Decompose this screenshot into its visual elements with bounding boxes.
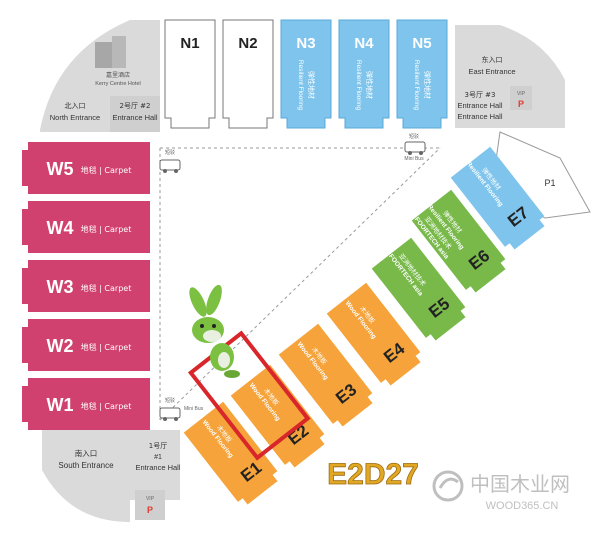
hotel-label: 嘉里酒店 Kerry Centre Hotel xyxy=(95,36,141,87)
hall-category-zh: 弹性地材 xyxy=(365,71,374,99)
hall-code: N5 xyxy=(412,35,431,52)
hall-category-en: Resilient Flooring xyxy=(413,60,420,111)
hall-1-label-en: Entrance Hall xyxy=(135,463,180,472)
rabbit-mascot-icon xyxy=(189,284,240,378)
west-hall-shape xyxy=(22,201,150,253)
hall-3-label-zh: 3号厅 #3 xyxy=(465,91,496,99)
east-hall-shape xyxy=(230,364,325,468)
west-hall-w5[interactable]: W5 地毯 | Carpet xyxy=(22,142,150,194)
hall-code: W2 xyxy=(47,336,74,356)
west-hall-w2[interactable]: W2 地毯 | Carpet xyxy=(22,319,150,371)
west-hall-shape xyxy=(22,378,150,430)
hall-1-label-zh: 1号厅 xyxy=(149,442,167,450)
north-hall-shape xyxy=(338,19,390,129)
vip-sw: VIP xyxy=(146,496,155,502)
parking-ne: P xyxy=(518,99,524,109)
north-hall-shape xyxy=(396,19,448,129)
hall-1-label-num: #1 xyxy=(154,454,162,461)
hall-3-label-en-2: Entrance Hall xyxy=(457,112,502,121)
svg-text:Mini Bus: Mini Bus xyxy=(184,406,204,412)
north-east-block xyxy=(455,25,565,128)
east-entrance-en: East Entrance xyxy=(468,67,515,76)
east-entrance-zh: 东入口 xyxy=(482,55,503,64)
p1-label: P1 xyxy=(544,178,555,188)
hall-code: W4 xyxy=(47,218,74,238)
hall-2-label-zh: 2号厅 #2 xyxy=(120,102,151,110)
south-entrance-zh: 南入口 xyxy=(75,448,98,458)
minibus-labels: 短驳 短驳 Mini Bus 短驳 Mini Bus xyxy=(165,133,424,412)
hall-code: W1 xyxy=(47,395,74,415)
minibus-route xyxy=(159,147,441,421)
hall-code: N1 xyxy=(180,35,199,52)
hall-category: 地毯 | Carpet xyxy=(81,342,132,352)
north-hall-shape xyxy=(222,19,274,129)
parking-sw-block xyxy=(135,490,165,520)
minibus-icon xyxy=(159,141,426,421)
west-hall-w1[interactable]: W1 地毯 | Carpet xyxy=(22,378,150,430)
booth-code: E2D27 xyxy=(327,458,419,491)
hall-code: N2 xyxy=(238,35,257,52)
hotel-name-en: Kerry Centre Hotel xyxy=(95,81,141,87)
hall-category-en: Resilient Flooring xyxy=(355,60,362,111)
hall-category: 地毯 | Carpet xyxy=(81,165,132,175)
north-hall-n2[interactable]: N2 xyxy=(222,19,274,129)
parking-sw: P xyxy=(147,505,153,515)
west-hall-shape xyxy=(22,142,150,194)
hall-code: W3 xyxy=(47,277,74,297)
north-entrance-zh: 北入口 xyxy=(65,102,86,110)
east-hall-shape xyxy=(278,323,373,427)
hall-category-zh: 弹性地材 xyxy=(307,71,316,99)
watermark-zh: 中国木业网 xyxy=(470,472,570,496)
hall-code: N4 xyxy=(354,35,374,52)
north-entrance-en: North Entrance xyxy=(50,113,100,122)
west-hall-w4[interactable]: W4 地毯 | Carpet xyxy=(22,201,150,253)
svg-text:短驳: 短驳 xyxy=(165,149,175,156)
hall-category: 地毯 | Carpet xyxy=(81,224,132,234)
hotel-name-zh: 嘉里酒店 xyxy=(106,71,130,79)
hall-category: 地毯 | Carpet xyxy=(81,283,132,293)
north-hall-shape xyxy=(280,19,332,129)
east-hall-shape xyxy=(371,237,466,341)
hall-category: 地毯 | Carpet xyxy=(81,401,132,411)
east-hall-shape xyxy=(450,146,545,250)
hall-category-en: Resilient Flooring xyxy=(297,60,304,111)
north-hall-n1[interactable]: N1 xyxy=(164,19,216,129)
hall-3-label-en: Entrance Hall xyxy=(457,101,502,110)
east-hall-shape xyxy=(411,189,506,293)
parking-ne-block xyxy=(510,86,532,110)
svg-text:Mini Bus: Mini Bus xyxy=(404,156,424,162)
west-hall-shape xyxy=(22,319,150,371)
hall-2-label-en: Entrance Hall xyxy=(112,113,157,122)
hall-code: W5 xyxy=(47,159,74,179)
north-hall-shape xyxy=(164,19,216,129)
watermark: 中国木业网 WOOD365.CN xyxy=(432,470,570,512)
east-hall-shape xyxy=(183,401,278,505)
west-hall-shape xyxy=(22,260,150,312)
svg-text:短驳: 短驳 xyxy=(409,133,419,140)
south-entrance-en: South Entrance xyxy=(58,461,114,470)
hall-category-zh: 弹性地材 xyxy=(423,71,432,99)
hall-2-block xyxy=(110,96,160,132)
svg-text:短驳: 短驳 xyxy=(165,397,175,404)
watermark-en: WOOD365.CN xyxy=(486,500,559,512)
vip-ne: VIP xyxy=(517,91,526,97)
east-hall-shape xyxy=(326,282,421,386)
west-hall-w3[interactable]: W3 地毯 | Carpet xyxy=(22,260,150,312)
hall-code: N3 xyxy=(296,35,315,52)
